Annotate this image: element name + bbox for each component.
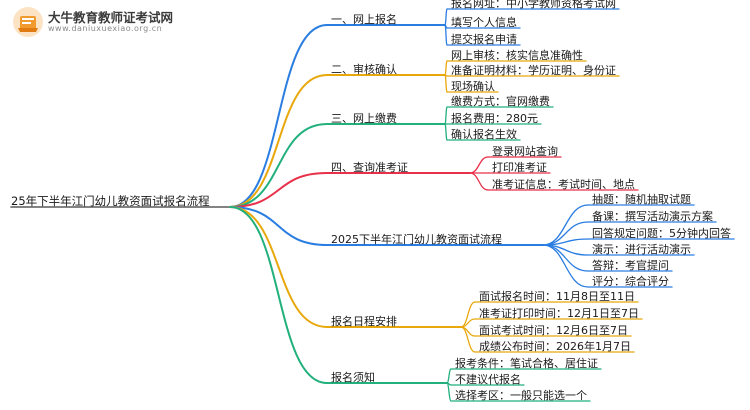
branch-connector: [229, 123, 328, 208]
leaf-label: 面试考试时间：12月6日至7日: [479, 324, 628, 337]
leaf-label: 准备证明材料：学历证明、身份证: [451, 64, 616, 77]
leaf-connector: [444, 74, 448, 93]
leaf-label: 抽题：随机抽取试题: [592, 193, 691, 206]
leaf-label: 打印准考证: [492, 161, 547, 174]
leaf-label: 成绩公布时间：2026年1月7日: [479, 340, 631, 353]
branch-label: 报名日程安排: [331, 315, 397, 328]
logo-icon: [12, 6, 44, 38]
branch-connector: [229, 172, 328, 208]
leaf-label: 报名网址：中小学教师资格考试网: [451, 0, 616, 10]
leaf-label: 确认报名生效: [451, 128, 517, 141]
leaf-label: 演示：进行活动演示: [592, 243, 691, 256]
leaf-label: 回答规定问题：5分钟内回答: [592, 227, 731, 240]
branch-connector: [229, 24, 328, 208]
leaf-connector: [444, 106, 448, 125]
leaf-label: 备课：撰写活动演示方案: [592, 210, 713, 223]
leaf-label: 报名费用：280元: [451, 112, 538, 125]
leaf-connector: [446, 382, 452, 402]
branch-label: 四、查询准考证: [331, 161, 408, 174]
leaf-connector: [469, 156, 489, 174]
branch-label: 报名须知: [331, 371, 375, 384]
branch-connector: [229, 206, 328, 246]
leaf-label: 现场确认: [451, 80, 495, 93]
leaf-label: 准考证打印时间：12月1日至7日: [479, 307, 639, 320]
leaf-label: 提交报名申请: [451, 33, 517, 46]
leaf-label: 准考证信息：考试时间、地点: [492, 178, 635, 191]
leaf-connector: [542, 244, 589, 288]
leaf-label: 报考条件：笔试合格、居住证: [455, 357, 598, 370]
leaf-label: 缴费方式：官网缴费: [451, 95, 550, 108]
leaf-label: 选择考区：一般只能选一个: [455, 389, 587, 402]
leaf-connector: [444, 60, 448, 76]
leaf-connector: [469, 172, 489, 191]
leaf-connector: [542, 238, 589, 246]
branch-label: 2025下半年江门幼儿教资面试流程: [331, 233, 502, 246]
leaf-connector: [446, 368, 452, 384]
leaf-label: 评分：综合评分: [592, 275, 669, 288]
leaf-connector: [444, 123, 448, 141]
leaf-label: 登录网站查询: [492, 145, 558, 158]
branch-label: 三、网上缴费: [331, 112, 397, 125]
branch-label: 一、网上报名: [331, 13, 397, 26]
leaf-label: 不建议代报名: [455, 373, 521, 386]
leaf-connector: [444, 8, 448, 26]
branch-connector: [229, 206, 328, 328]
leaf-label: 填写个人信息: [451, 16, 517, 29]
leaf-label: 面试报名时间：11月8日至11日: [479, 290, 635, 303]
branch-connector: [229, 206, 328, 384]
logo-url: www.daniuxuexiao.org.cn: [48, 24, 163, 33]
leaf-connector: [460, 326, 476, 353]
branch-label: 二、审核确认: [331, 63, 397, 76]
logo-title: 大牛教育教师证考试网: [48, 10, 174, 25]
mindmap-root: 25年下半年江门幼儿教资面试报名流程: [11, 194, 210, 208]
leaf-label: 网上审核：核实信息准确性: [451, 49, 583, 62]
leaf-label: 答辩：考官提问: [592, 259, 669, 272]
branch-connector: [229, 74, 328, 208]
